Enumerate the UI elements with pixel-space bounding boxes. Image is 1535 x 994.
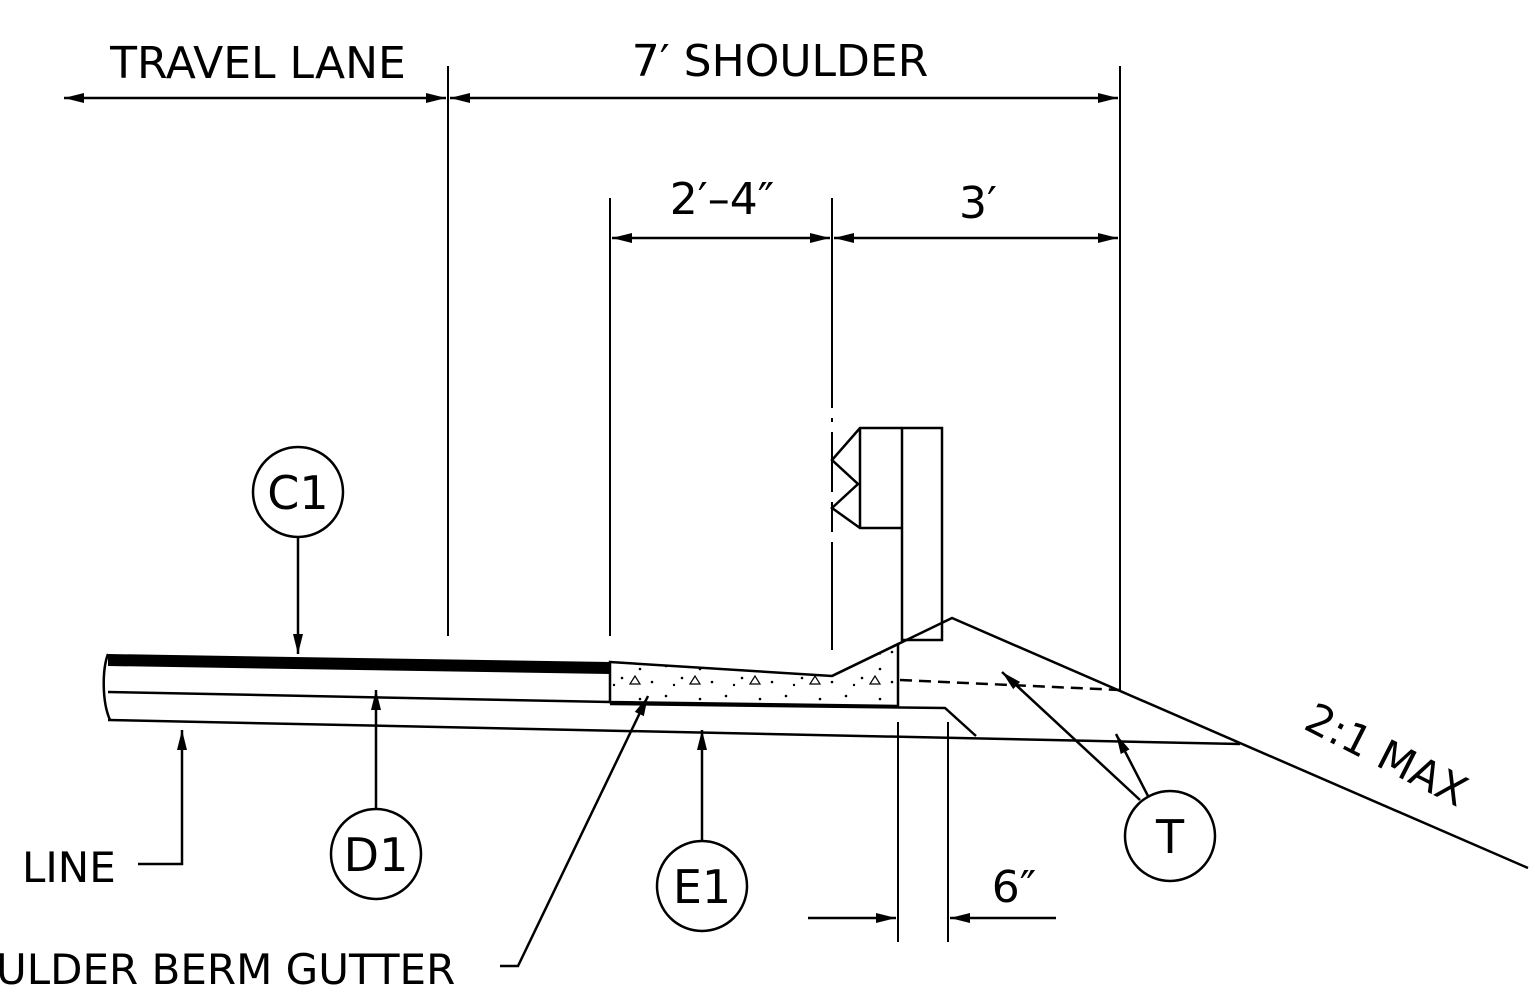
top-dimension-line: TRAVEL LANE 7′ SHOULDER (64, 36, 1121, 690)
callout-c1-label: C1 (267, 466, 328, 520)
callout-t-label: T (1155, 810, 1185, 864)
shoulder-width-label: 7′ SHOULDER (632, 36, 929, 87)
callout-t-leader-topsoil-berm (1001, 671, 1141, 801)
callout-t: T (1001, 671, 1217, 883)
topsoil-dashed-line (899, 678, 1121, 692)
line-label-leader (138, 730, 187, 866)
callout-t-circle (1123, 789, 1217, 883)
gutter-base-outline (609, 702, 977, 737)
pavement-break-line (102, 653, 112, 721)
concrete-gutter (608, 642, 900, 708)
line-label: LINE (22, 843, 116, 892)
callout-e1-label: E1 (673, 860, 731, 914)
travel-lane-label: TRAVEL LANE (109, 38, 406, 89)
base-course-top-line (107, 690, 611, 704)
callout-e1: E1 (655, 730, 749, 933)
asphalt-surface-course (108, 654, 610, 674)
callout-c1: C1 (251, 445, 345, 654)
berm-gutter-label-leader (500, 695, 650, 968)
post-offset-label: 6″ (992, 862, 1036, 913)
gutter-width-label: 2′–4″ (670, 174, 774, 225)
post-offset-dimension: 6″ (808, 722, 1056, 942)
callout-t-leader-topsoil-slope (1114, 733, 1150, 797)
subgrade-line (107, 718, 1241, 746)
line-label-group: LINE (22, 730, 187, 892)
gutter-concrete-fill (608, 642, 900, 708)
shoulder-berm-gutter-label: ULDER BERM GUTTER (0, 945, 455, 994)
pavement-section (102, 653, 1241, 746)
callout-d1: D1 (329, 690, 423, 901)
berm-top-and-fill-slope (831, 616, 1529, 870)
w-beam-rail (830, 426, 902, 530)
berm-gutter-label-group: ULDER BERM GUTTER (0, 695, 650, 994)
guardrail-post (900, 426, 944, 642)
three-ft-label: 3′ (959, 178, 997, 229)
callout-d1-label: D1 (344, 828, 409, 882)
slope-ratio-label: 2:1 MAX (1297, 693, 1475, 816)
gutter-dimension-line: 2′–4″ 3′ (609, 174, 1118, 650)
guardrail (830, 426, 944, 642)
